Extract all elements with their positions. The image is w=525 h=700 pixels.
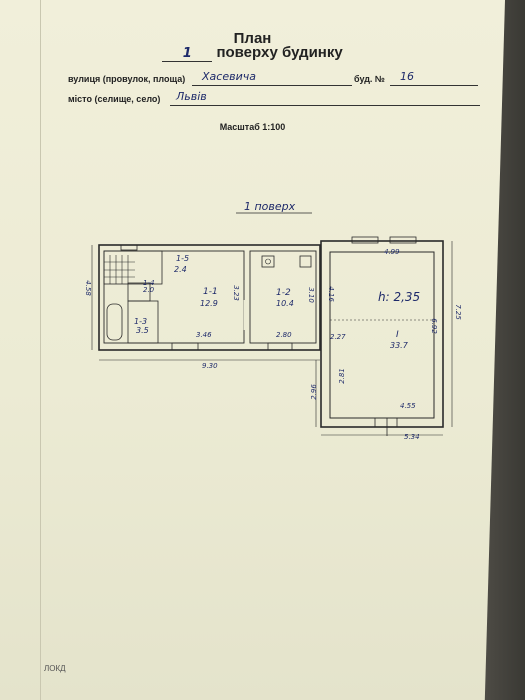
room-1-2-area: 10.4 — [276, 299, 294, 308]
document-title: План — [233, 30, 272, 47]
footer-stamp: ЛОКД — [44, 664, 66, 673]
dim-4-55: 4.55 — [400, 402, 416, 410]
floor-number: 1 — [162, 46, 213, 62]
room-1-5-area: 2.4 — [174, 265, 187, 274]
dim-6-92: 6.92 — [429, 318, 438, 334]
room-1-1-area: 12.9 — [200, 299, 218, 308]
windows — [120, 236, 417, 428]
sink — [299, 255, 312, 268]
document-subtitle: 1 поверху будинку — [0, 44, 505, 62]
street-value: Хасевича — [202, 70, 256, 83]
city-underline — [170, 105, 480, 106]
stair-steps — [104, 255, 135, 284]
dim-4-16: 4.16 — [326, 286, 335, 302]
stove — [261, 255, 275, 268]
dim-2-27: 2.27 — [330, 333, 346, 341]
bathtub — [106, 303, 123, 341]
dim-4-99: 4.99 — [384, 248, 400, 256]
street-label: вулиця (провулок, площа) — [68, 74, 186, 84]
ceiling-height: h: 2,35 — [378, 290, 421, 304]
room-I-id: I — [396, 330, 399, 340]
room-1-1-id: 1-1 — [203, 287, 218, 297]
dim-3-10: 3.10 — [306, 287, 315, 303]
room-1-4-area: 2.0 — [143, 286, 155, 294]
floor-caption: 1 поверх — [244, 200, 296, 213]
dim-3-46: 3.46 — [196, 331, 212, 339]
city-value: Львів — [176, 90, 207, 103]
room-1-4-id: 1-4 — [143, 279, 155, 287]
room-1-3-id: 1-3 — [134, 317, 148, 326]
building-label: буд. № — [354, 74, 385, 84]
city-label: місто (селище, село) — [68, 94, 161, 104]
street-underline — [192, 85, 352, 86]
dim-2-80: 2.80 — [276, 331, 292, 339]
dim-3-23: 3.23 — [231, 285, 240, 301]
dim-9-30: 9.30 — [202, 362, 218, 370]
building-underline — [390, 85, 478, 86]
floor-plan — [91, 212, 453, 436]
stair-box — [103, 250, 163, 285]
margin-line — [40, 0, 41, 700]
building-value: 16 — [400, 70, 414, 83]
dim-4-58: 4.58 — [83, 280, 92, 296]
left-block-outline — [98, 244, 321, 351]
room-1-3 — [127, 300, 159, 344]
room-1-2-id: 1-2 — [276, 288, 291, 298]
scale-label: Масштаб 1:100 — [219, 122, 286, 132]
dim-7-25: 7.25 — [453, 304, 462, 320]
room-1-3-area: 3.5 — [136, 326, 149, 335]
subtitle-text: поверху будинку — [216, 44, 343, 61]
room-I-area: 33.7 — [390, 341, 408, 350]
dim-2-81: 2.81 — [337, 368, 346, 384]
document-sheet: План 1 поверху будинку вулиця (провулок,… — [0, 0, 505, 700]
dim-5-34: 5.34 — [404, 433, 420, 441]
room-1-5-id: 1-5 — [176, 254, 190, 263]
dim-2-96: 2.96 — [309, 384, 318, 400]
